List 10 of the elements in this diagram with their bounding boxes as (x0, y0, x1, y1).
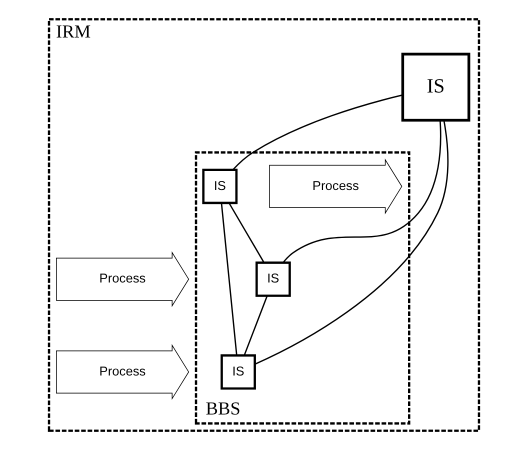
node-box: IS (401, 52, 470, 122)
connector (220, 202, 238, 356)
connector (228, 202, 265, 263)
connector (282, 120, 442, 263)
connector (254, 120, 449, 365)
node-box: IS (220, 354, 256, 390)
node-box: IS (202, 168, 238, 204)
node-box: IS (256, 262, 291, 297)
connector (232, 94, 403, 170)
connector (244, 296, 268, 356)
